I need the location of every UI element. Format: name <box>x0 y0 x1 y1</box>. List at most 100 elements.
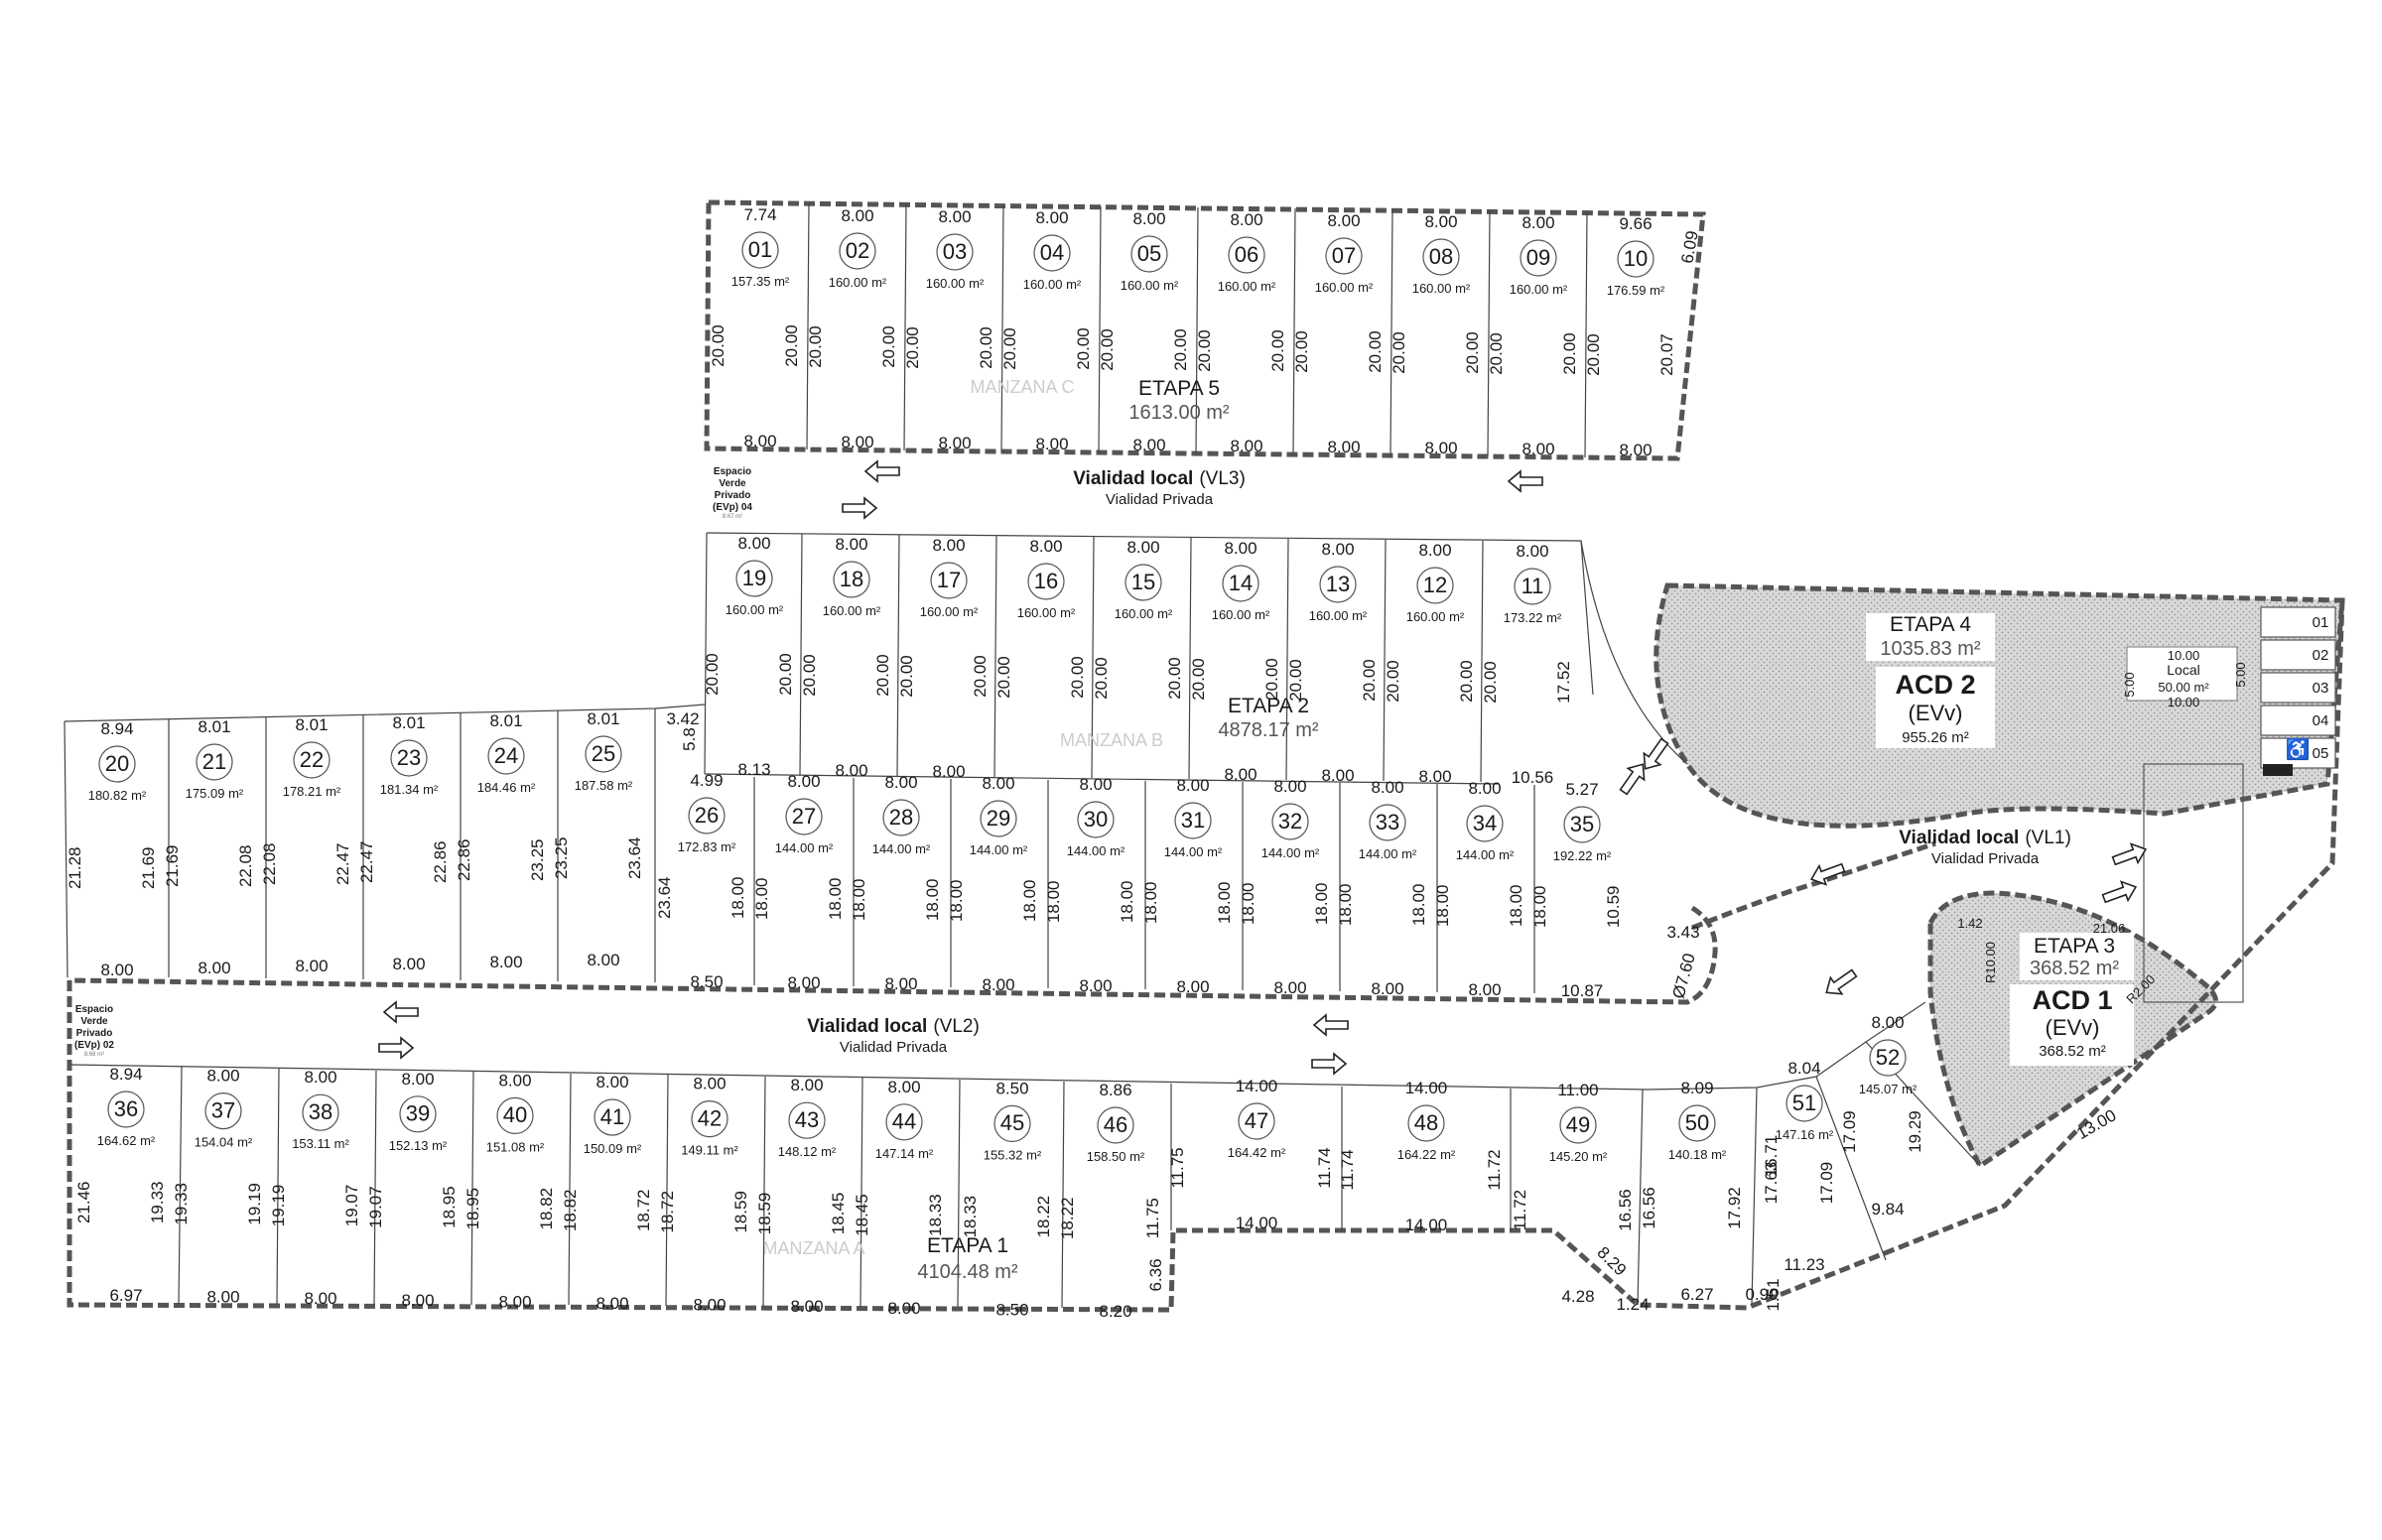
lot-number-circle <box>785 798 823 835</box>
lot-front-dim: 8.00 <box>1035 208 1068 227</box>
lot-front-dim: 8.00 <box>787 772 820 791</box>
acd-2-use: (EVv) <box>1909 701 1963 725</box>
lot-area: 147.14 m² <box>875 1146 934 1161</box>
lot-left-dim: 20.00 <box>1000 327 1019 370</box>
lot-area: 178.21 m² <box>283 784 341 799</box>
lot-right-dim: 18.72 <box>634 1189 653 1231</box>
lot-front-dim: 8.50 <box>995 1079 1028 1097</box>
lot-front-dim: 5.27 <box>1565 780 1598 799</box>
lot-right-dim: 16.56 <box>1616 1189 1635 1231</box>
lot-number: 02 <box>846 238 869 263</box>
lot-number: 22 <box>300 747 324 772</box>
lot-left-dim: 20.00 <box>1384 660 1402 703</box>
manzana-b-lower-lots <box>64 704 1535 993</box>
lot-area: 152.13 m² <box>389 1138 448 1153</box>
lot-back-dim: 8.00 <box>1224 765 1257 784</box>
lot-right-dim: 18.45 <box>829 1193 848 1235</box>
acd-2-label: ACD 2 <box>1895 670 1975 700</box>
lot-area: 144.00 m² <box>1164 844 1223 859</box>
lot-right-dim: 18.59 <box>731 1191 750 1233</box>
lot-front-dim: 8.01 <box>295 715 328 734</box>
lot-area: 160.00 m² <box>1412 281 1471 296</box>
lot-back-dim: 8.50 <box>690 972 723 991</box>
lot-right-dim: 19.33 <box>148 1181 167 1223</box>
lot-area: 144.00 m² <box>1359 846 1417 861</box>
lot-area: 145.20 m² <box>1549 1149 1608 1164</box>
lot-area: 176.59 m² <box>1607 283 1665 298</box>
lot-number-circle <box>107 1091 145 1128</box>
lot-left-dim: 18.33 <box>961 1196 980 1238</box>
lot-left-dim: 20.00 <box>1584 333 1603 376</box>
lot-left-dim: 18.00 <box>1336 883 1355 926</box>
acd-1-area-value: 368.52 m² <box>2039 1043 2106 1060</box>
lot-right-dim: 20.00 <box>1560 332 1579 375</box>
arrow-down-icon <box>1619 763 1646 796</box>
lot-back-dim: 8.00 <box>401 1291 434 1310</box>
lot-front-dim: 8.00 <box>835 535 867 554</box>
lot-number-circle <box>1097 1106 1134 1144</box>
lot-front-dim: 8.00 <box>1424 212 1457 231</box>
lot-front-dim: 8.01 <box>392 713 425 732</box>
lot-left-dim: 19.07 <box>366 1186 385 1228</box>
arrow-right-icon <box>1311 1052 1348 1076</box>
lot-right-dim: 20.00 <box>1171 328 1190 371</box>
lot-right-dim: 20.00 <box>1068 656 1087 699</box>
arrow-left-icon <box>1507 469 1543 493</box>
lot-area: 164.42 m² <box>1228 1145 1286 1160</box>
svg-text:5.8: 5.8 <box>680 727 699 751</box>
lot-number: 35 <box>1570 812 1594 836</box>
